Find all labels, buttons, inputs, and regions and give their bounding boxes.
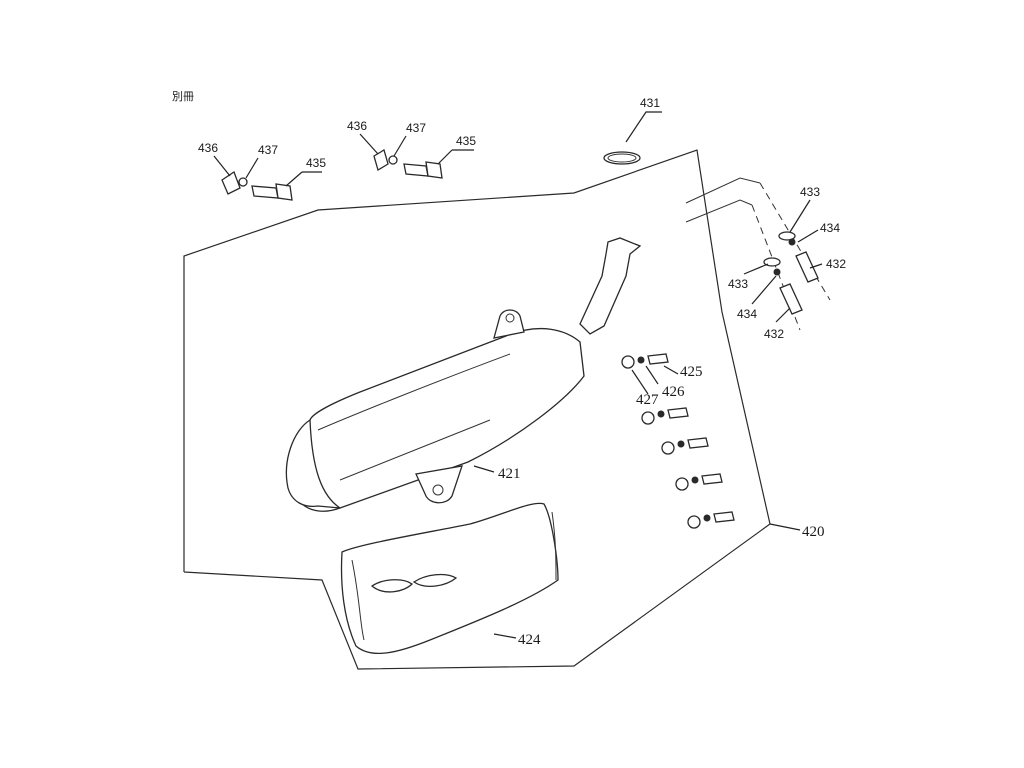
label-433-upper: 433 bbox=[800, 185, 820, 199]
heat-shield-424: 424 bbox=[340, 502, 559, 655]
muffler-421: 421 bbox=[285, 237, 642, 512]
heat-shield-bolts: 425 426 427 bbox=[621, 353, 735, 529]
assembly-label-420: 420 bbox=[769, 523, 825, 540]
bolt-group-upper: 436 437 435 bbox=[347, 119, 476, 179]
label-437-upper: 437 bbox=[406, 121, 426, 135]
label-433-lower: 433 bbox=[728, 277, 748, 291]
label-436-upper: 436 bbox=[347, 119, 367, 133]
label-431: 431 bbox=[640, 96, 660, 110]
label-432-upper: 432 bbox=[826, 257, 846, 271]
bolt-group-left: 436 437 435 bbox=[198, 141, 326, 201]
label-424: 424 bbox=[518, 632, 541, 648]
label-427: 427 bbox=[636, 392, 659, 408]
label-421: 421 bbox=[498, 466, 521, 482]
label-425: 425 bbox=[680, 364, 703, 380]
label-420: 420 bbox=[802, 524, 825, 540]
label-435-upper: 435 bbox=[456, 134, 476, 148]
grommet-guide-lines bbox=[685, 177, 831, 331]
gasket-431: 431 bbox=[603, 96, 662, 165]
assembly-boundary-420 bbox=[183, 149, 771, 670]
label-434-lower: 434 bbox=[737, 307, 757, 321]
label-437-left: 437 bbox=[258, 143, 278, 157]
label-432-lower: 432 bbox=[764, 327, 784, 341]
label-435-left: 435 bbox=[306, 156, 326, 170]
grommet-group: 433 434 432 433 434 432 bbox=[728, 185, 846, 341]
label-426: 426 bbox=[662, 384, 685, 400]
corner-mark: 別冊 bbox=[172, 90, 194, 103]
label-436-left: 436 bbox=[198, 141, 218, 155]
label-434-upper: 434 bbox=[820, 221, 840, 235]
